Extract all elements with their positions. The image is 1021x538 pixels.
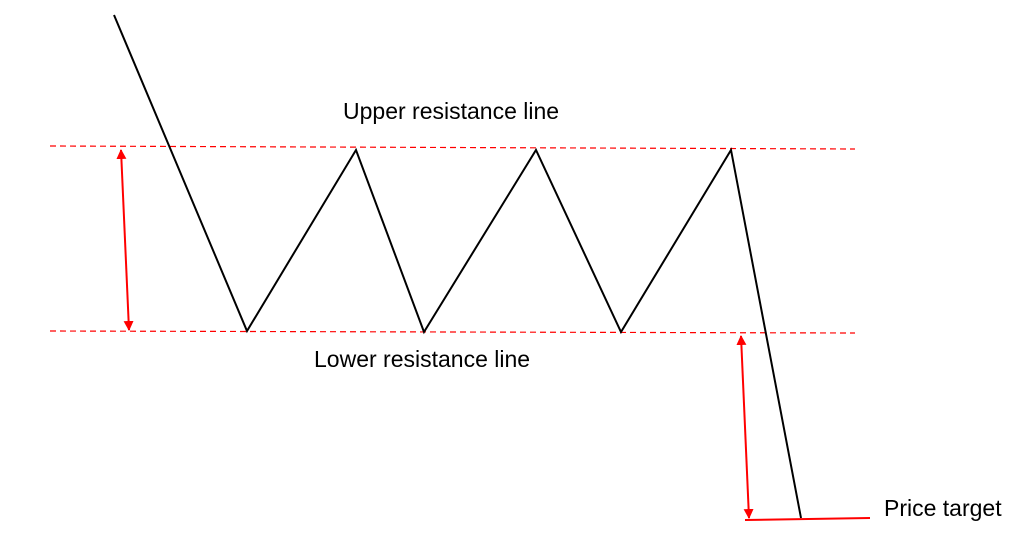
lower-resistance-line — [49, 330, 856, 334]
pattern-height-arrow — [116, 149, 134, 331]
lower-resistance-label: Lower resistance line — [314, 346, 530, 372]
upper-resistance-line — [49, 145, 856, 150]
projected-move-arrow — [736, 335, 754, 519]
price-target-line — [744, 517, 871, 521]
price-target-label: Price target — [884, 495, 1002, 521]
price-path — [113, 14, 802, 519]
upper-resistance-label: Upper resistance line — [343, 98, 559, 124]
